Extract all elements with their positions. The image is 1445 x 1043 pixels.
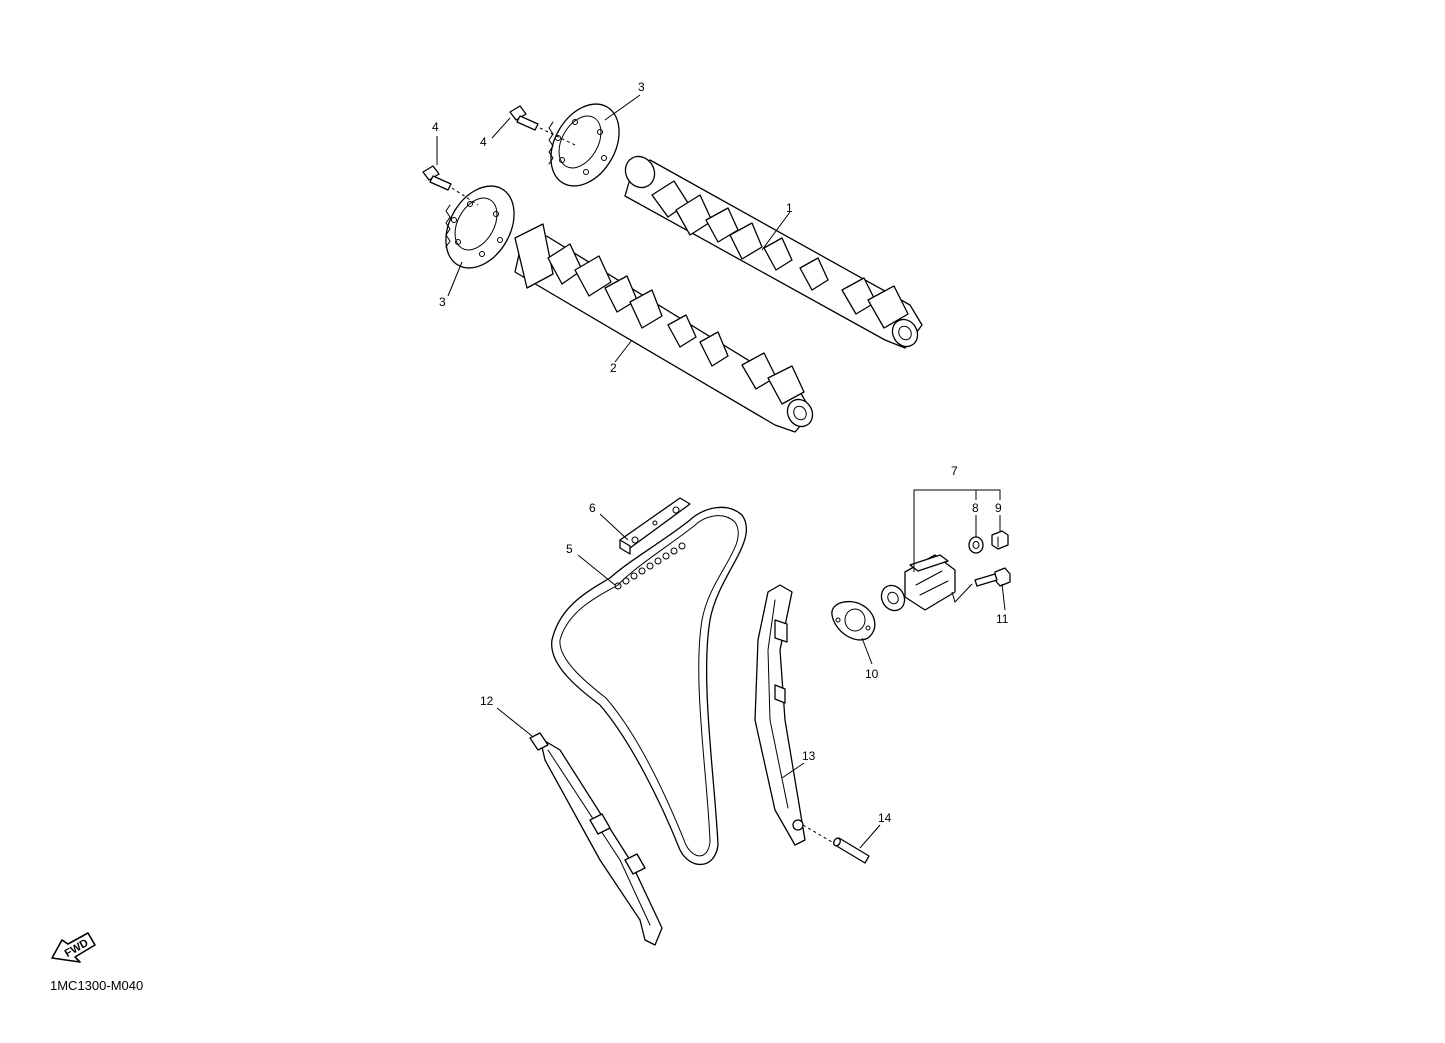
callout-10: 10 — [865, 667, 879, 681]
callout-1: 1 — [786, 201, 793, 215]
bolt-11[interactable] — [974, 567, 1011, 587]
diagram-code: 1MC1300-M040 — [50, 978, 144, 993]
callout-2: 2 — [610, 361, 617, 375]
callout-5: 5 — [566, 542, 573, 556]
callout-12: 12 — [480, 694, 494, 708]
callout-9: 9 — [995, 501, 1002, 515]
washer-8[interactable] — [968, 536, 984, 554]
leader-lines — [436, 94, 1006, 849]
chain-guide-6[interactable] — [619, 497, 691, 555]
callout-4-lower: 4 — [432, 120, 439, 134]
sprocket-bolt-upper[interactable] — [509, 105, 576, 146]
callout-14: 14 — [878, 811, 892, 825]
cam-sprocket-lower[interactable] — [432, 174, 528, 280]
chain-guide-12[interactable] — [529, 732, 663, 946]
fwd-arrow-icon: FWD — [51, 932, 96, 963]
sprocket-bolt-lower[interactable] — [422, 165, 479, 206]
callout-3-lower: 3 — [439, 295, 446, 309]
camshaft-1[interactable] — [620, 151, 923, 351]
callout-4-upper: 4 — [480, 135, 487, 149]
callout-13: 13 — [802, 749, 816, 763]
callout-8: 8 — [972, 501, 979, 515]
callout-6: 6 — [589, 501, 596, 515]
chain-guide-13[interactable] — [754, 584, 833, 846]
gasket-10[interactable] — [831, 601, 876, 641]
callout-7: 7 — [951, 464, 958, 478]
pin-14[interactable] — [832, 837, 870, 864]
chain-tensioner-7[interactable] — [877, 554, 956, 615]
cam-sprocket-upper[interactable] — [537, 92, 633, 198]
cam-chain-5[interactable] — [551, 506, 748, 866]
callout-3-upper: 3 — [638, 80, 645, 94]
callout-11: 11 — [996, 612, 1009, 626]
chain-links — [614, 542, 686, 590]
bolt-9[interactable] — [991, 530, 1009, 550]
camshaft-2[interactable] — [514, 223, 817, 433]
